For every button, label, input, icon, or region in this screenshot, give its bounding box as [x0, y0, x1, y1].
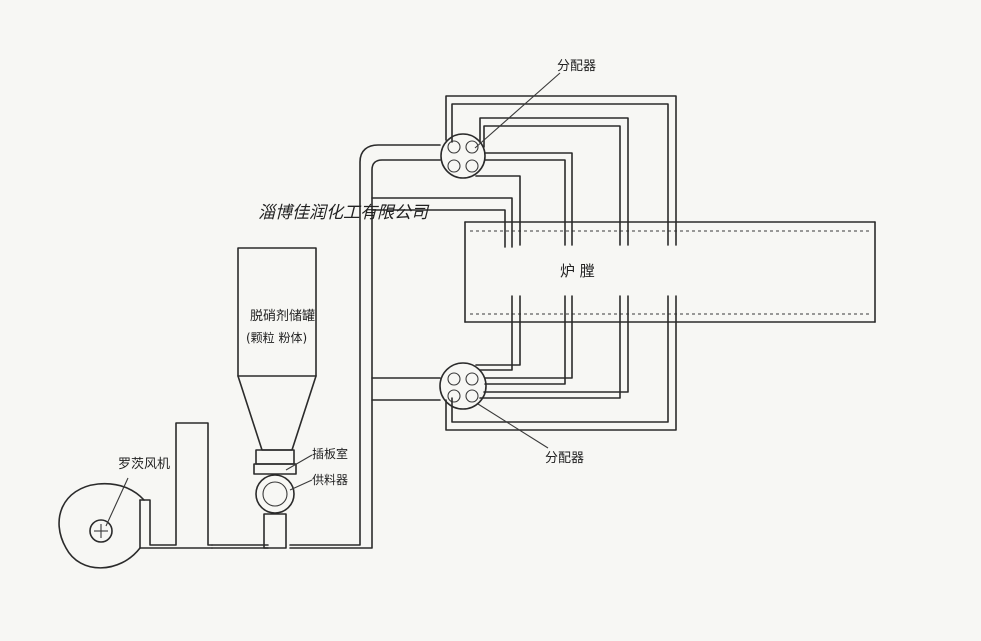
- top-distributor-label: 分配器: [557, 59, 596, 74]
- top-injection-lines: [445, 95, 677, 246]
- rotary-feeder: [253, 454, 313, 549]
- feeder-label: 供料器: [312, 473, 348, 487]
- silo-label-line1: 脱硝剂储罐: [250, 309, 315, 324]
- top-distributor: [440, 133, 486, 179]
- air-lock-label: 插板室: [312, 446, 348, 461]
- bottom-distributor-leader: [477, 403, 549, 449]
- furnace: [464, 221, 876, 323]
- conveying-pipe: [211, 144, 513, 549]
- bottom-distributor: [439, 362, 487, 410]
- furnace-label: 炉 膛: [560, 262, 595, 280]
- bottom-injection-lines: [445, 295, 677, 431]
- reagent-silo: [237, 247, 317, 465]
- company-title: 淄博佳润化工有限公司: [258, 203, 430, 223]
- top-distributor-leader: [474, 72, 561, 149]
- blower-outlet-stack: [139, 422, 213, 549]
- blower-label: 罗茨风机: [118, 457, 170, 472]
- bottom-distributor-label: 分配器: [545, 451, 584, 466]
- silo-label-line2: (颗粒 粉体): [246, 330, 307, 345]
- roots-blower: [58, 477, 145, 569]
